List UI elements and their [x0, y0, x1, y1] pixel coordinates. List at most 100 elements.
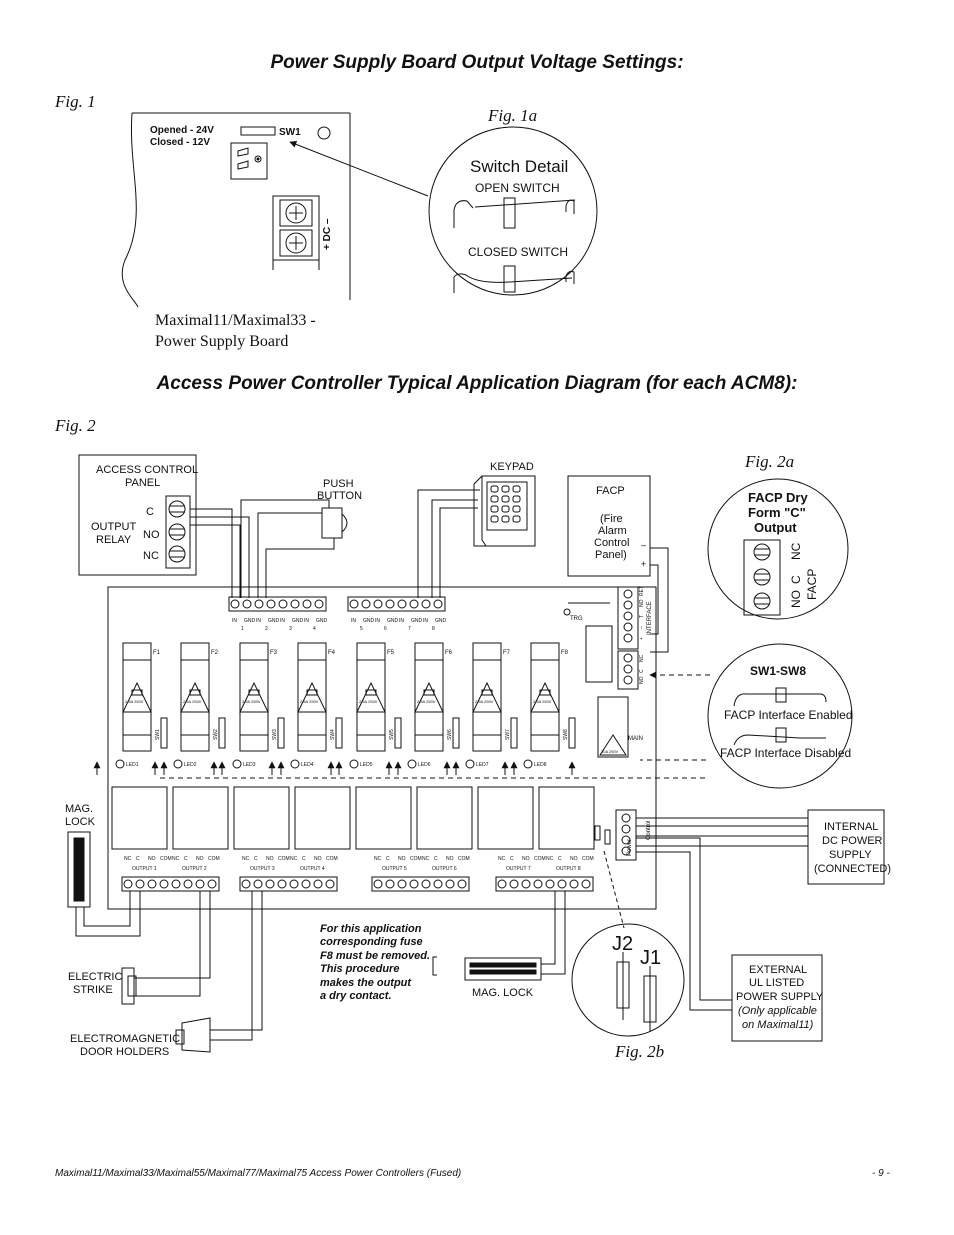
- output-label: OUTPUT 5: [382, 866, 407, 872]
- external-psu-note-0: (Only applicable: [738, 1005, 817, 1017]
- keypad: [481, 475, 536, 547]
- dip-switch[interactable]: [218, 717, 226, 749]
- keypad-key: [501, 495, 510, 503]
- dip-switch[interactable]: [452, 717, 460, 749]
- led: [465, 759, 475, 769]
- terminal-screw: [621, 846, 631, 856]
- trg-label: TRG: [570, 616, 583, 622]
- keypad-key: [512, 515, 521, 523]
- psu-board-outline: [121, 112, 139, 308]
- terminal-screw: [545, 879, 555, 889]
- output-terminal-label: COM: [278, 856, 290, 862]
- facp-term-no: NO: [789, 590, 803, 608]
- detail-arrow: [289, 141, 429, 197]
- jumper-j2[interactable]: [594, 825, 601, 841]
- terminal-screw: [623, 600, 633, 610]
- terminal-screw: [623, 664, 633, 674]
- output-terminal-label: NO: [522, 856, 530, 862]
- terminal-screw: [581, 879, 591, 889]
- board-caption-line1: Maximal11/Maximal33 -: [155, 312, 316, 329]
- dip-switch[interactable]: [568, 717, 576, 749]
- keypad-label: KEYPAD: [490, 461, 534, 473]
- dip-switch[interactable]: [394, 717, 402, 749]
- fuse-rating: 2.5A 250V: [359, 699, 378, 704]
- terminal-screw: [569, 879, 579, 889]
- keypad-key: [501, 485, 510, 493]
- terminal-screw: [509, 879, 519, 889]
- output-terminal-label: NC: [242, 856, 250, 862]
- sw1-sw8-label: SW1-SW8: [750, 664, 806, 678]
- terminal-screw: [621, 813, 631, 823]
- input-terminal-label: GND: [316, 618, 328, 624]
- input-number: 7: [408, 626, 411, 632]
- input-number: 1: [241, 626, 244, 632]
- terminal-screw: [623, 633, 633, 643]
- output-terminal-label: NC: [422, 856, 430, 862]
- fuse-label: F4: [328, 650, 336, 656]
- facp-sub-0: (Fire: [600, 513, 623, 525]
- external-psu-0: EXTERNAL: [749, 964, 807, 976]
- terminal-screw: [266, 599, 276, 609]
- input-number: 6: [384, 626, 387, 632]
- led-label: LED8: [534, 762, 547, 768]
- terminal-screw: [135, 879, 145, 889]
- terminal-screw: [623, 589, 633, 599]
- facp-sub-2: Control: [594, 537, 629, 549]
- terminal-screw: [147, 879, 157, 889]
- terminal-screw: [242, 599, 252, 609]
- fuse-label: F2: [211, 650, 219, 656]
- output-terminal-label: NC: [546, 856, 554, 862]
- acp-line1: ACCESS CONTROL: [96, 464, 198, 476]
- mag-lock-bottom-label: MAG. LOCK: [472, 987, 534, 999]
- terminal-screw: [409, 599, 419, 609]
- output-terminal-label: NC: [374, 856, 382, 862]
- fuse-holder: [122, 642, 152, 752]
- j2-label: J2: [612, 933, 633, 955]
- keypad-key: [501, 515, 510, 523]
- input-terminal-label: IN: [351, 618, 356, 624]
- closed-label: Closed - 12V: [150, 137, 210, 148]
- led: [173, 759, 183, 769]
- terminal-screw: [373, 879, 383, 889]
- external-psu-note-1: on Maximal11): [742, 1019, 814, 1031]
- fuse-holder: [180, 642, 210, 752]
- led: [349, 759, 359, 769]
- led-label: LED5: [360, 762, 373, 768]
- dip-switch[interactable]: [335, 717, 343, 749]
- dip-switch[interactable]: [160, 717, 168, 749]
- electric-strike-1: STRIKE: [73, 984, 113, 996]
- output-terminal-label: C: [434, 856, 438, 862]
- output-terminal-label: COM: [534, 856, 546, 862]
- terminal-screw: [241, 879, 251, 889]
- output-relay-line2: RELAY: [96, 534, 132, 546]
- output-terminal-label: NO: [398, 856, 406, 862]
- fig2a-label: Fig. 2a: [745, 452, 795, 471]
- terminal-screw: [433, 879, 443, 889]
- dip-switch[interactable]: [277, 717, 285, 749]
- output-terminal-label: NO: [570, 856, 578, 862]
- terminal-screw: [409, 879, 419, 889]
- fig2b-circle: [571, 923, 685, 1037]
- terminal-screw: [230, 599, 240, 609]
- terminal-screw: [301, 879, 311, 889]
- door-holders: [181, 1017, 211, 1053]
- input-terminal-label: GND: [292, 618, 304, 624]
- output-label: OUTPUT 1: [132, 866, 157, 872]
- push-button-line1: PUSH: [323, 478, 354, 490]
- terminal-screw: [171, 879, 181, 889]
- fuse-label: F5: [387, 650, 395, 656]
- dip-switch[interactable]: [510, 717, 518, 749]
- terminal-screw: [397, 599, 407, 609]
- switch-label: SW5: [389, 729, 395, 740]
- terminal-screw: [289, 879, 299, 889]
- internal-psu-3: (CONNECTED): [814, 863, 891, 875]
- output-terminal-label: NO: [314, 856, 322, 862]
- dc-terminal: [272, 195, 320, 261]
- switch-label: SW2: [213, 729, 219, 740]
- terminal-screw: [265, 879, 275, 889]
- jumper-j1[interactable]: [604, 829, 611, 845]
- opened-label: Opened - 24V: [150, 125, 214, 136]
- terminal-screw: [123, 879, 133, 889]
- facp-sub-3: Panel): [595, 549, 627, 561]
